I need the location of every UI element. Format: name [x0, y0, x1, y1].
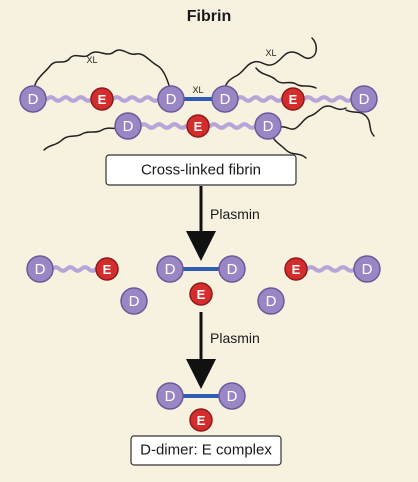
d-node-free-right-label: D	[266, 293, 277, 310]
e-node-fragment-left-label: E	[103, 262, 112, 277]
d-node-fragment-center-2-label: D	[227, 261, 238, 278]
d-node-row2-2: D	[254, 112, 282, 140]
crosslinks	[180, 97, 222, 398]
e-node-fragment-right-label: E	[292, 262, 301, 277]
d-node-dimer-2-circle	[218, 382, 246, 410]
e-node-dimer: E	[189, 408, 213, 432]
d-node-fragment-left: D	[26, 255, 54, 283]
e-node-row2-1: E	[186, 114, 210, 138]
e-node-row1-1-circle	[90, 87, 114, 111]
e-node-row1-2-label: E	[289, 92, 298, 107]
d-node-row2-1: D	[114, 112, 142, 140]
diagram-title: Fibrin	[187, 8, 231, 25]
e-node-fragment-left: E	[95, 257, 119, 281]
d-node-row1-2-circle	[157, 85, 185, 113]
coil-row1-a	[45, 95, 94, 103]
d-node-row2-1-circle	[114, 112, 142, 140]
e-node-fragment-center-label: E	[197, 287, 206, 302]
e-node-fragment-center-circle	[189, 282, 213, 306]
d-node-row1-3: D	[211, 85, 239, 113]
d-node-free-left-circle	[120, 287, 148, 315]
d-node-row1-4: D	[350, 85, 378, 113]
d-node-fragment-center-1-label: D	[165, 261, 176, 278]
box-label-cross-linked-fibrin: Cross-linked fibrin	[141, 162, 261, 179]
d-node-free-left: D	[120, 287, 148, 315]
e-node-row1-2-circle	[281, 87, 305, 111]
e-node-fragment-right-circle	[284, 257, 308, 281]
coil-row1-b	[111, 95, 161, 103]
coil-row2-a	[138, 122, 188, 130]
e-node-fragment-left-circle	[95, 257, 119, 281]
d-node-row2-2-circle	[254, 112, 282, 140]
d-node-row1-3-circle	[211, 85, 239, 113]
coil-row2-b	[208, 122, 258, 130]
d-node-free-right: D	[257, 287, 285, 315]
d-node-row1-2-label: D	[166, 91, 177, 108]
coil-fragment-left	[50, 265, 98, 273]
tail-lower-left	[43, 127, 123, 151]
e-node-row2-1-label: E	[194, 119, 203, 134]
tail-bottom-right	[269, 131, 307, 159]
xl-label-right: XL	[265, 48, 276, 58]
coil-row1-c	[235, 95, 284, 103]
tail-right-branch	[255, 67, 317, 89]
tail-top-right	[224, 37, 317, 97]
e-node-dimer-circle	[189, 408, 213, 432]
xl-label-left: XL	[86, 55, 97, 65]
d-node-dimer-2-label: D	[227, 388, 238, 405]
e-node-row1-1: E	[90, 87, 114, 111]
tail-lower-right	[277, 105, 347, 130]
d-node-fragment-center-1: D	[156, 255, 184, 283]
tails	[33, 37, 375, 159]
d-node-free-left-label: D	[129, 293, 140, 310]
coil-fragment-right	[305, 265, 357, 273]
d-node-fragment-center-1-circle	[156, 255, 184, 283]
arrow-label-plasmin-2: Plasmin	[210, 330, 260, 346]
e-node-fragment-right: E	[284, 257, 308, 281]
d-node-row1-1: D	[19, 85, 47, 113]
d-node-fragment-right-label: D	[362, 261, 373, 278]
tail-top-left	[33, 49, 173, 97]
arrow-label-plasmin-1: Plasmin	[210, 206, 260, 222]
e-node-row1-2: E	[281, 87, 305, 111]
d-node-row1-3-label: D	[220, 91, 231, 108]
d-node-dimer-2: D	[218, 382, 246, 410]
d-dimer-e-complex-box: D-dimer: E complex	[130, 435, 282, 466]
d-node-free-right-circle	[257, 287, 285, 315]
d-node-fragment-right-circle	[353, 255, 381, 283]
d-node-row1-4-label: D	[359, 91, 370, 108]
d-node-fragment-center-2-circle	[218, 255, 246, 283]
d-node-row2-1-label: D	[123, 118, 134, 135]
tail-far-right	[345, 109, 375, 137]
d-node-fragment-left-label: D	[35, 261, 46, 278]
e-node-dimer-label: E	[197, 413, 206, 428]
e-node-fragment-center: E	[189, 282, 213, 306]
d-node-fragment-right: D	[353, 255, 381, 283]
cross-linked-fibrin-box: Cross-linked fibrin	[105, 154, 297, 186]
xl-label-center: XL	[192, 85, 203, 95]
coiled-connectors	[45, 95, 357, 273]
d-node-dimer-1: D	[156, 382, 184, 410]
e-node-row1-1-label: E	[98, 92, 107, 107]
d-node-row1-4-circle	[350, 85, 378, 113]
d-node-fragment-left-circle	[26, 255, 54, 283]
d-node-dimer-1-label: D	[165, 388, 176, 405]
e-node-row2-1-circle	[186, 114, 210, 138]
d-node-row1-1-label: D	[28, 91, 39, 108]
d-node-row1-2: D	[157, 85, 185, 113]
d-node-dimer-1-circle	[156, 382, 184, 410]
coil-row1-d	[302, 95, 354, 103]
d-node-fragment-center-2: D	[218, 255, 246, 283]
box-label-d-dimer-e-complex: D-dimer: E complex	[140, 442, 272, 459]
d-node-row1-1-circle	[19, 85, 47, 113]
d-node-row2-2-label: D	[263, 118, 274, 135]
